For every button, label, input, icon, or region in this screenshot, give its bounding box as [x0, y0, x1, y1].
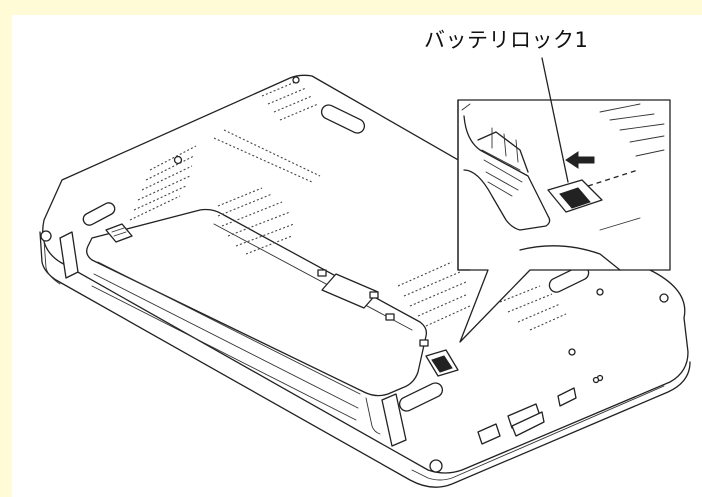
vent-grille-left — [129, 145, 197, 221]
vent-grille-top-diagonal — [213, 129, 321, 183]
vent-grille-upper — [261, 79, 319, 121]
side-ports — [477, 376, 600, 445]
vent-grille-right — [397, 261, 471, 327]
callout-label-battery-lock: バッテリロック1 — [424, 28, 589, 52]
vent-grille-lower-right — [499, 285, 567, 331]
magnified-view — [457, 57, 671, 343]
battery-lock-1 — [419, 339, 459, 377]
chassis-details — [40, 76, 669, 473]
battery-latch-left — [105, 223, 133, 243]
laptop-chassis — [39, 74, 691, 488]
battery-pack — [86, 208, 428, 435]
vent-grille-middle — [217, 187, 295, 255]
